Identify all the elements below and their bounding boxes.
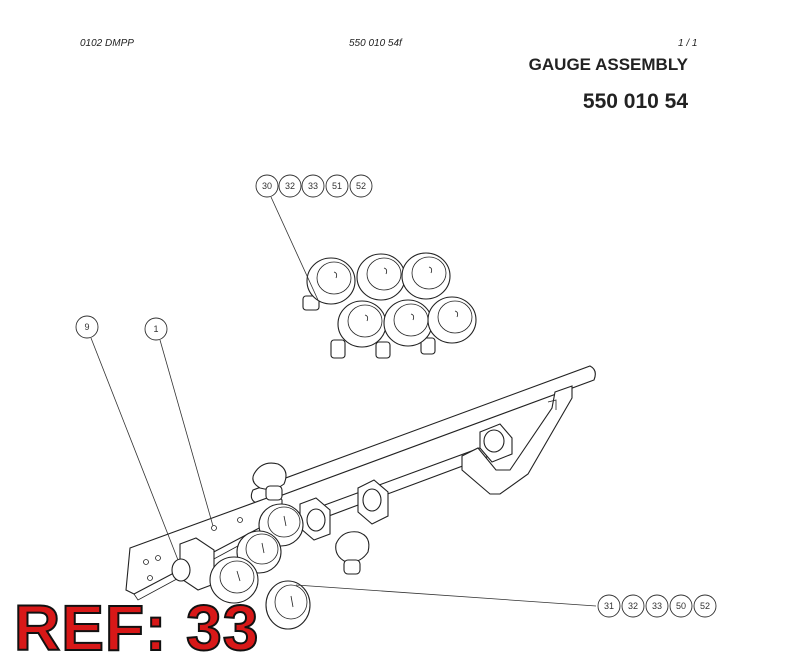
header-page-number: 1 / 1 — [678, 38, 698, 49]
callout-52: 52 — [356, 181, 366, 191]
callout-31: 31 — [604, 601, 614, 611]
callout-32: 32 — [285, 181, 295, 191]
callout-9: 9 — [84, 322, 89, 332]
gauge-panel-frame — [125, 365, 596, 601]
callout-item-9: 9 — [75, 315, 99, 339]
callout-group-bottom: 31 32 33 50 52 — [597, 594, 717, 618]
callout-33: 33 — [308, 181, 318, 191]
callout-52b: 52 — [700, 601, 710, 611]
header-doc-code: 0102 DMPP — [80, 38, 134, 49]
ref-label: REF: 33 — [13, 592, 260, 664]
part-number: 550 010 54 — [582, 90, 688, 113]
callout-1: 1 — [153, 324, 158, 334]
leader-lines — [90, 196, 597, 607]
callout-33b: 33 — [652, 601, 662, 611]
callout-item-1: 1 — [144, 317, 168, 341]
drawing-title: GAUGE ASSEMBLY — [528, 55, 688, 74]
callout-group-top: 30 32 33 51 52 — [255, 174, 373, 198]
callout-32b: 32 — [628, 601, 638, 611]
callout-51: 51 — [332, 181, 342, 191]
callout-50: 50 — [676, 601, 686, 611]
gauge-cluster-top — [302, 252, 477, 359]
gauge-cluster-bottom — [209, 503, 311, 630]
callout-30: 30 — [262, 181, 272, 191]
header-file-code: 550 010 54f — [349, 38, 402, 49]
